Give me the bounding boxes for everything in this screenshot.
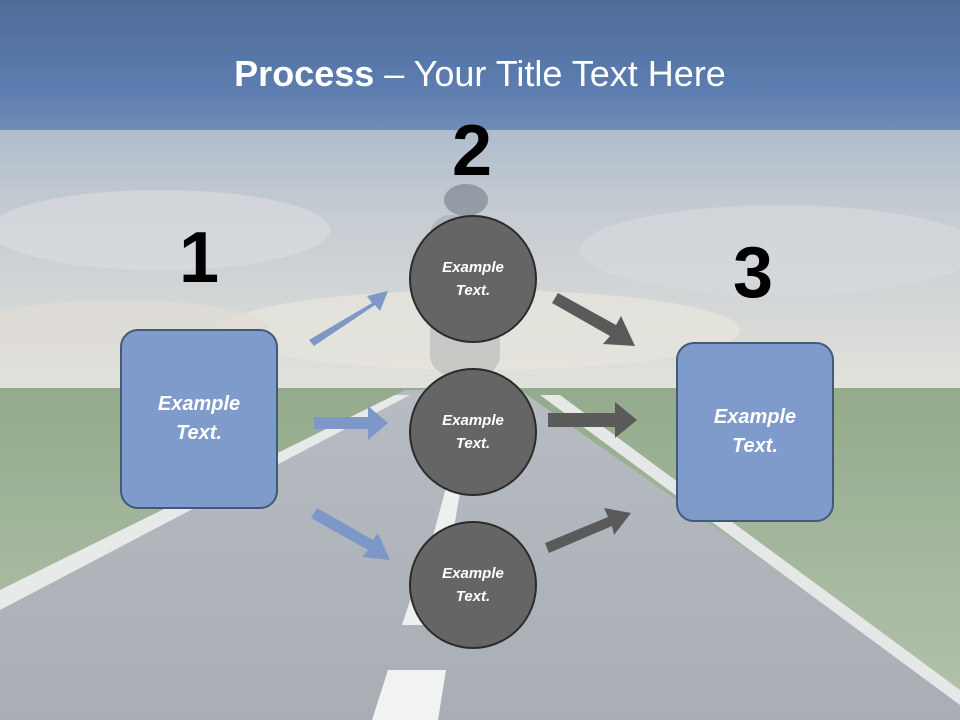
circle-middle[interactable]: Example Text. (409, 368, 537, 496)
circle-top-text: Example Text. (442, 259, 504, 299)
left-box[interactable]: Example Text. (120, 329, 278, 509)
dark-arrow-up-right (545, 508, 631, 553)
circle-top[interactable]: Example Text. (409, 215, 537, 343)
circle-bottom[interactable]: Example Text. (409, 521, 537, 649)
step-number-2: 2 (451, 111, 493, 191)
dark-arrow-right (548, 402, 637, 438)
title-rest: – Your Title Text Here (374, 53, 726, 94)
circle-bottom-text: Example Text. (442, 565, 504, 605)
dark-arrow-down-right (552, 293, 635, 346)
right-box-text: Example Text. (713, 406, 797, 457)
step-number-3: 3 (732, 233, 774, 313)
right-box[interactable]: Example Text. (676, 342, 834, 522)
slide-title: Process – Your Title Text Here (0, 52, 960, 96)
title-band (0, 0, 960, 130)
title-bold: Process (234, 53, 375, 94)
step-number-1: 1 (178, 218, 220, 298)
blue-arrow-up (309, 291, 388, 346)
blue-arrow-right (314, 406, 388, 440)
circle-middle-text: Example Text. (442, 412, 504, 452)
blue-arrow-down (311, 508, 390, 560)
left-box-text: Example Text. (157, 393, 241, 444)
